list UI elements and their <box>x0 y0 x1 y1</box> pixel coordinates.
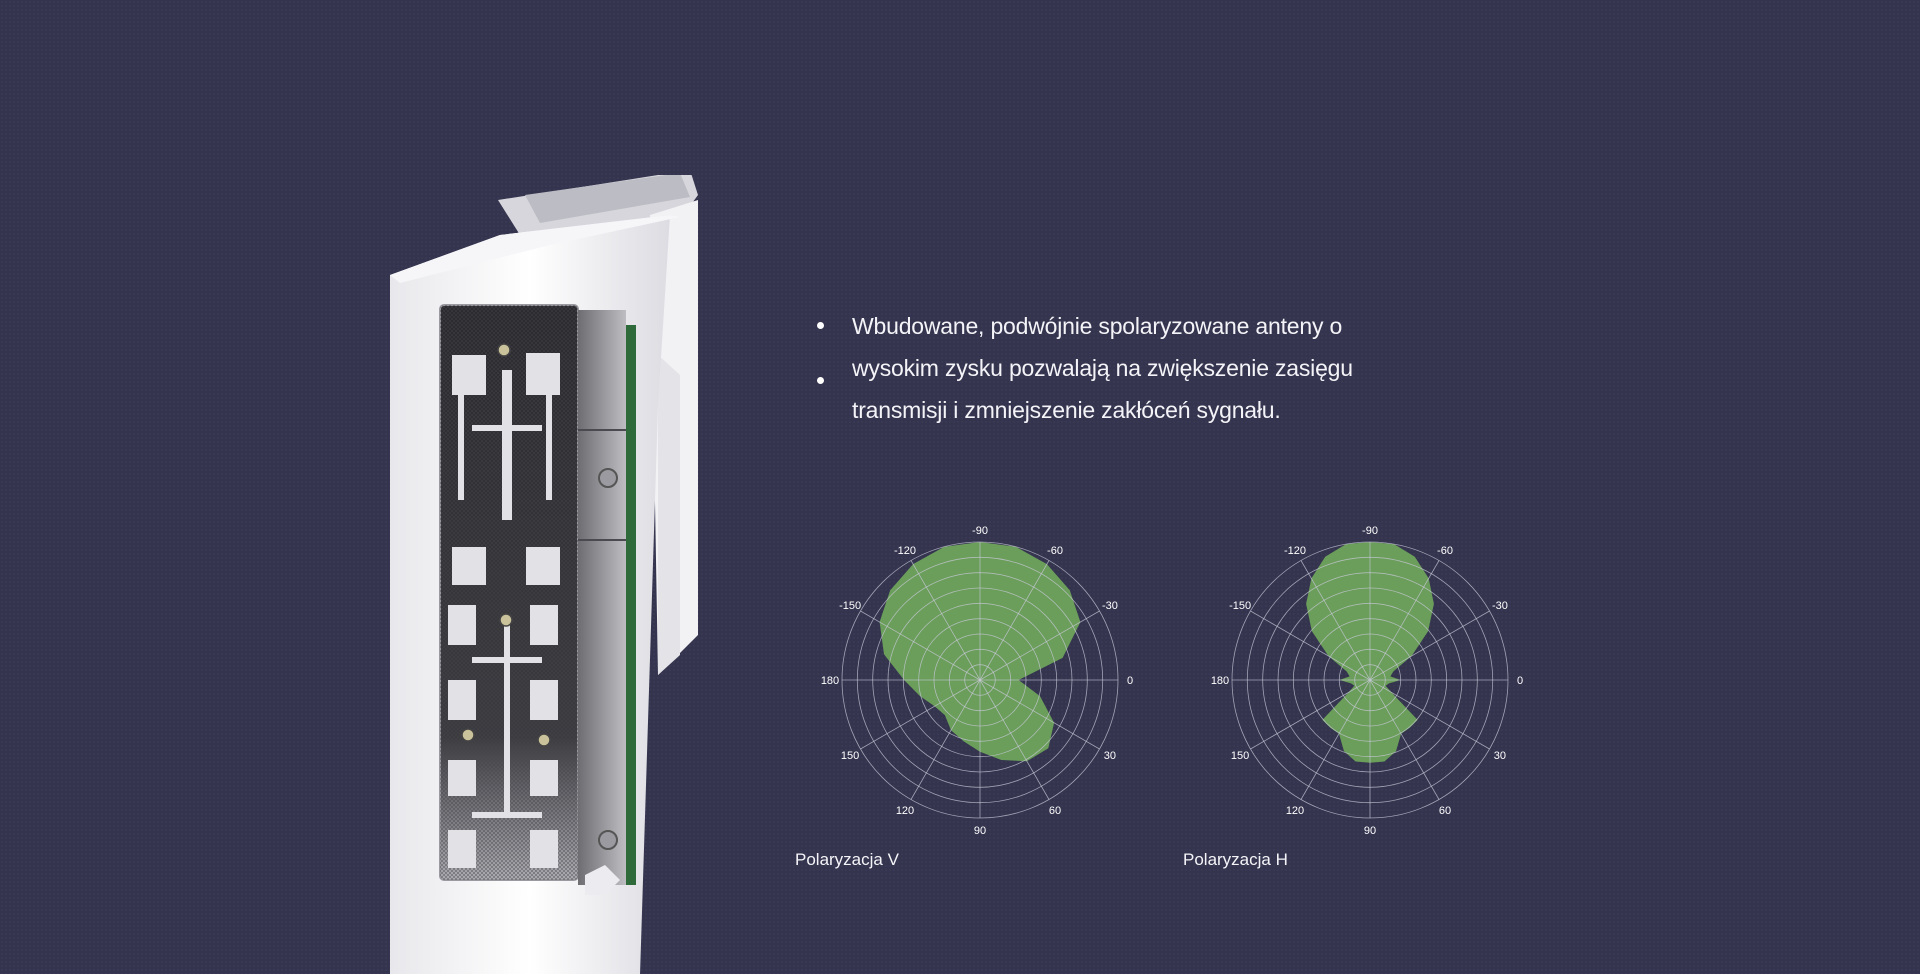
grid-spoke <box>910 560 981 681</box>
bullet-dot-icon <box>817 377 824 384</box>
polar-chart-h-svg: -90 -60 -30 0 30 60 90 120 150 180 -150 -120 <box>1211 525 1523 837</box>
polar-chart-v: -90 -60 -30 0 30 60 90 120 150 180 -150 -120 <box>820 525 1140 845</box>
angle-tick-label: 180 <box>1211 675 1229 687</box>
angle-tick-label: 90 <box>974 825 986 837</box>
angle-tick-label: 60 <box>1439 805 1451 817</box>
grid-spoke <box>1250 610 1371 681</box>
grid-spoke <box>910 679 981 800</box>
polar-chart-h: -90 -60 -30 0 30 60 90 120 150 180 -150 -120 <box>1210 525 1530 845</box>
grid-spoke <box>1369 679 1490 750</box>
angle-tick-label: 150 <box>841 750 859 762</box>
grid-spoke <box>979 679 1100 750</box>
polar-chart-v-svg: -90 -60 -30 0 30 60 90 120 150 180 -150 -120 <box>821 525 1133 837</box>
feature-bullet-list: Wbudowane, podwójnie spolaryzowane anten… <box>815 305 1415 431</box>
angle-tick-label: 180 <box>821 675 839 687</box>
angle-tick-label: -120 <box>1284 545 1306 557</box>
grid-spoke <box>860 679 981 750</box>
angle-tick-label: 30 <box>1104 750 1116 762</box>
grid-spoke <box>1300 560 1371 681</box>
grid-spoke <box>979 560 1050 681</box>
grid-spoke <box>1369 610 1490 681</box>
angle-tick-label: 60 <box>1049 805 1061 817</box>
grid-spoke <box>1369 679 1440 800</box>
feature-bullet-item: Wbudowane, podwójnie spolaryzowane anten… <box>815 305 1415 347</box>
angle-tick-label: -60 <box>1437 545 1453 557</box>
bullet-text: Wbudowane, podwójnie spolaryzowane anten… <box>852 313 1343 339</box>
grid-spoke <box>1250 679 1371 750</box>
angle-tick-label: 0 <box>1517 675 1523 687</box>
antenna-device-image <box>390 175 698 974</box>
bullet-text: wysokim zysku pozwalają na zwiększenie z… <box>852 355 1353 423</box>
bullet-dot-icon <box>817 322 824 329</box>
angle-tick-label: -150 <box>839 600 861 612</box>
angle-tick-label: -30 <box>1102 600 1118 612</box>
grid-spoke <box>860 610 981 681</box>
angle-tick-label: -90 <box>1362 525 1378 537</box>
angle-tick-label: 90 <box>1364 825 1376 837</box>
angle-tick-label: -90 <box>972 525 988 537</box>
angle-tick-label: -150 <box>1229 600 1251 612</box>
angle-tick-label: 120 <box>896 805 914 817</box>
grid-spoke <box>1369 560 1440 681</box>
chart-caption-h: Polaryzacja H <box>1183 850 1288 869</box>
grid-spoke <box>979 679 1050 800</box>
feature-bullet-item: wysokim zysku pozwalają na zwiększenie z… <box>815 347 1415 431</box>
grid-spoke <box>979 610 1100 681</box>
grid-spoke <box>1300 679 1371 800</box>
angle-tick-label: -60 <box>1047 545 1063 557</box>
angle-tick-label: 30 <box>1494 750 1506 762</box>
angle-tick-label: -30 <box>1492 600 1508 612</box>
angle-tick-label: -120 <box>894 545 916 557</box>
angle-tick-label: 120 <box>1286 805 1304 817</box>
chart-caption-v: Polaryzacja V <box>795 850 899 869</box>
angle-tick-label: 0 <box>1127 675 1133 687</box>
angle-tick-label: 150 <box>1231 750 1249 762</box>
